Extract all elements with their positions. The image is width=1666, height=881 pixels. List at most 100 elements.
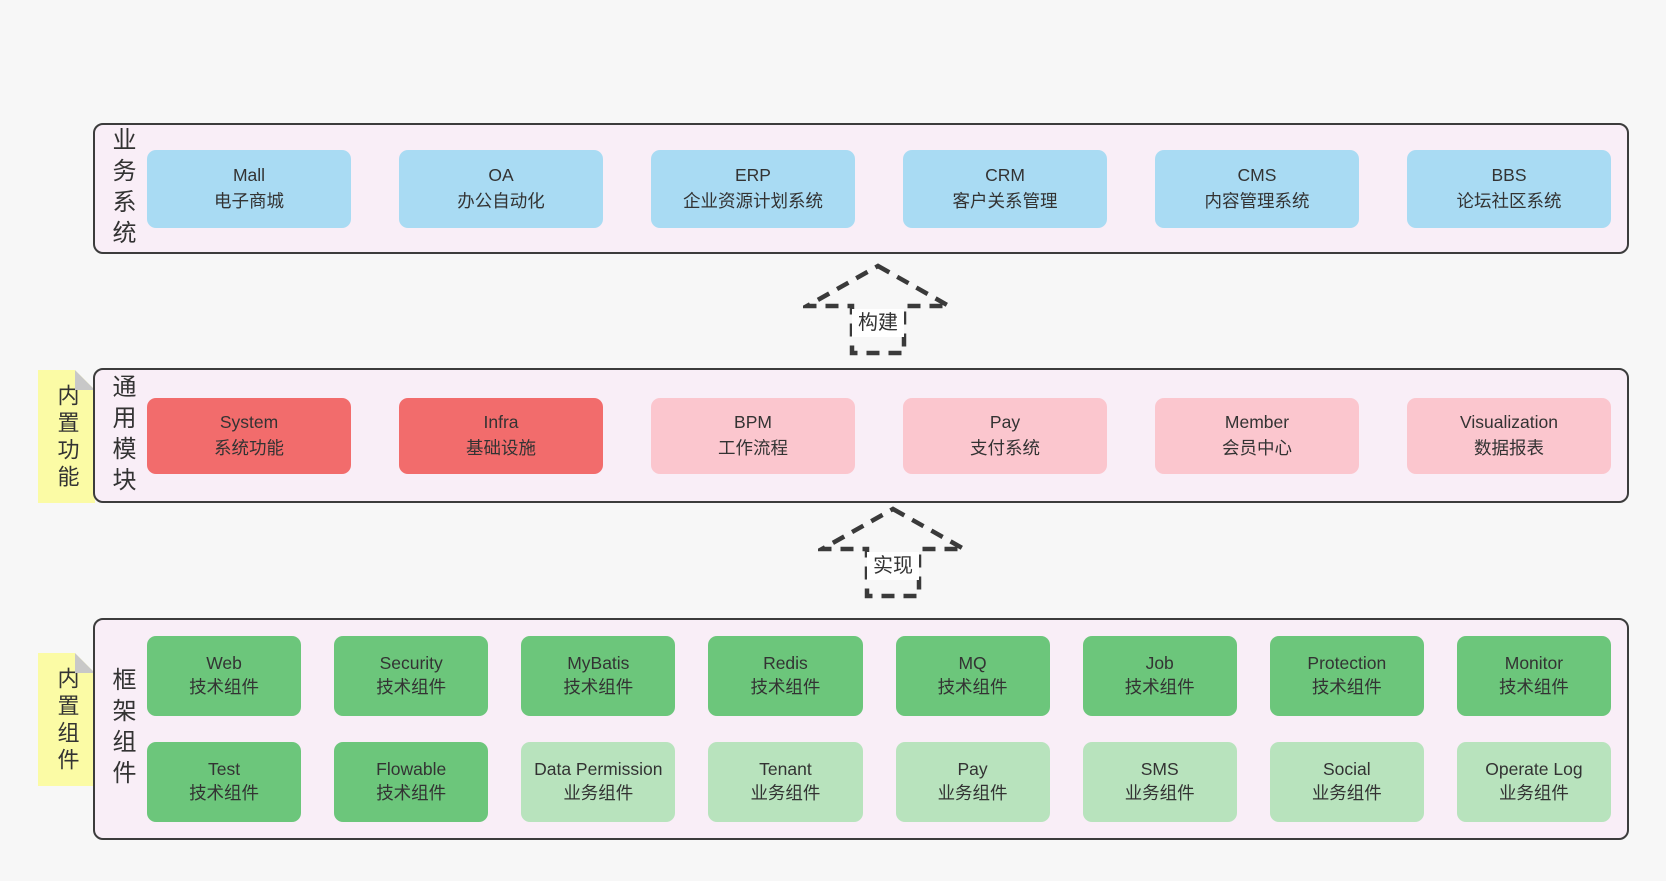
box-title: Job xyxy=(1145,653,1174,674)
module-box-crm: CRM 客户关系管理 xyxy=(903,149,1107,228)
section-label: 框架组件 xyxy=(95,667,147,791)
box-subtitle: 技术组件 xyxy=(563,677,634,697)
box-subtitle: 技术组件 xyxy=(1498,677,1569,697)
implement-arrow: 实现 xyxy=(818,505,968,600)
box-title: Test xyxy=(208,759,241,780)
sticky-label: 内置组件 xyxy=(54,667,80,775)
module-box-flowable: Flowable 技术组件 xyxy=(334,742,489,822)
box-title: SMS xyxy=(1140,759,1179,780)
box-subtitle: 工作流程 xyxy=(718,437,788,458)
module-box-pay: Pay 支付系统 xyxy=(903,397,1107,474)
sticky-note-builtin-features: 内置功能 xyxy=(38,370,95,503)
box-title: Monitor xyxy=(1504,653,1564,674)
box-subtitle: 技术组件 xyxy=(376,677,447,697)
box-subtitle: 论坛社区系统 xyxy=(1456,190,1562,211)
box-subtitle: 办公自动化 xyxy=(457,190,545,211)
module-box-infra: Infra 基础设施 xyxy=(399,397,603,474)
module-box-web: Web 技术组件 xyxy=(147,636,302,716)
module-box-bpm: BPM 工作流程 xyxy=(651,397,855,474)
module-box-security: Security 技术组件 xyxy=(334,636,489,716)
box-title: Operate Log xyxy=(1485,759,1583,780)
box-subtitle: 系统功能 xyxy=(214,437,284,458)
box-title: Pay xyxy=(989,412,1021,433)
box-subtitle: 业务组件 xyxy=(1498,783,1569,803)
box-title: Pay xyxy=(957,759,988,780)
section-label-text: 业务系统 xyxy=(108,126,135,251)
box-title: Data Permission xyxy=(534,759,663,780)
module-box-visualization: Visualization 数据报表 xyxy=(1407,397,1611,474)
sticky-note-builtin-components: 内置组件 xyxy=(38,653,95,786)
box-title: Security xyxy=(379,653,443,674)
box-subtitle: 业务组件 xyxy=(750,783,821,803)
box-title: Web xyxy=(206,653,242,674)
module-box-cms: CMS 内容管理系统 xyxy=(1155,149,1359,228)
box-title: Visualization xyxy=(1460,412,1558,433)
sticky-label: 内置功能 xyxy=(54,384,80,492)
box-subtitle: 业务组件 xyxy=(1311,783,1382,803)
folded-corner-icon xyxy=(75,653,95,673)
module-box-monitor: Monitor 技术组件 xyxy=(1456,636,1611,716)
box-title: Mall xyxy=(232,165,266,186)
box-title: Tenant xyxy=(759,759,812,780)
box-title: Infra xyxy=(483,412,519,433)
box-subtitle: 客户关系管理 xyxy=(952,190,1058,211)
module-box-system: System 系统功能 xyxy=(147,397,351,474)
up-arrow-icon xyxy=(803,263,953,356)
module-box-sms: SMS 业务组件 xyxy=(1082,742,1237,822)
module-box-operate-log: Operate Log 业务组件 xyxy=(1456,742,1611,822)
section-label: 业务系统 xyxy=(95,127,147,251)
box-title: MQ xyxy=(958,653,987,674)
modules-boxes-row: System 系统功能 Infra 基础设施 BPM 工作流程 Pay 支付系统 Member 会… xyxy=(147,397,1611,474)
box-subtitle: 业务组件 xyxy=(1124,783,1195,803)
box-subtitle: 内容管理系统 xyxy=(1204,190,1310,211)
module-box-social: Social 业务组件 xyxy=(1269,742,1424,822)
section-label-text: 框架组件 xyxy=(108,667,135,791)
module-box-tenant: Tenant 业务组件 xyxy=(708,742,863,822)
arrow-label: 构建 xyxy=(803,306,953,337)
box-subtitle: 会员中心 xyxy=(1222,437,1292,458)
arrow-label: 实现 xyxy=(818,549,968,580)
section-label: 通用模块 xyxy=(95,374,147,498)
box-title: Redis xyxy=(763,653,808,674)
module-box-mq: MQ 技术组件 xyxy=(895,636,1050,716)
box-title: CRM xyxy=(985,165,1025,186)
build-arrow: 构建 xyxy=(803,262,953,357)
box-subtitle: 基础设施 xyxy=(466,437,536,458)
box-subtitle: 数据报表 xyxy=(1474,437,1544,458)
box-title: OA xyxy=(488,165,514,186)
folded-corner-icon xyxy=(75,370,95,390)
box-subtitle: 技术组件 xyxy=(937,677,1008,697)
module-box-oa: OA 办公自动化 xyxy=(399,149,603,228)
box-subtitle: 电子商城 xyxy=(214,190,284,211)
box-title: BPM xyxy=(734,412,772,433)
module-box-member: Member 会员中心 xyxy=(1155,397,1359,474)
box-subtitle: 技术组件 xyxy=(376,783,447,803)
box-title: Flowable xyxy=(376,759,447,780)
box-subtitle: 技术组件 xyxy=(189,677,260,697)
box-title: ERP xyxy=(735,165,771,186)
section-common-modules: 通用模块 System 系统功能 Infra 基础设施 BPM 工作流程 Pay 支付系统 Me… xyxy=(93,368,1629,503)
arrow-label-text: 实现 xyxy=(867,552,919,580)
box-subtitle: 技术组件 xyxy=(750,677,821,697)
box-title: Social xyxy=(1322,759,1371,780)
box-subtitle: 业务组件 xyxy=(563,783,634,803)
box-subtitle: 支付系统 xyxy=(970,437,1040,458)
box-title: CMS xyxy=(1237,165,1277,186)
section-label-text: 通用模块 xyxy=(108,373,135,498)
box-title: System xyxy=(219,412,279,433)
module-box-data-permission: Data Permission 业务组件 xyxy=(521,742,676,822)
box-title: Member xyxy=(1224,412,1290,433)
box-title: Protection xyxy=(1307,653,1387,674)
module-box-mall: Mall 电子商城 xyxy=(147,149,351,228)
